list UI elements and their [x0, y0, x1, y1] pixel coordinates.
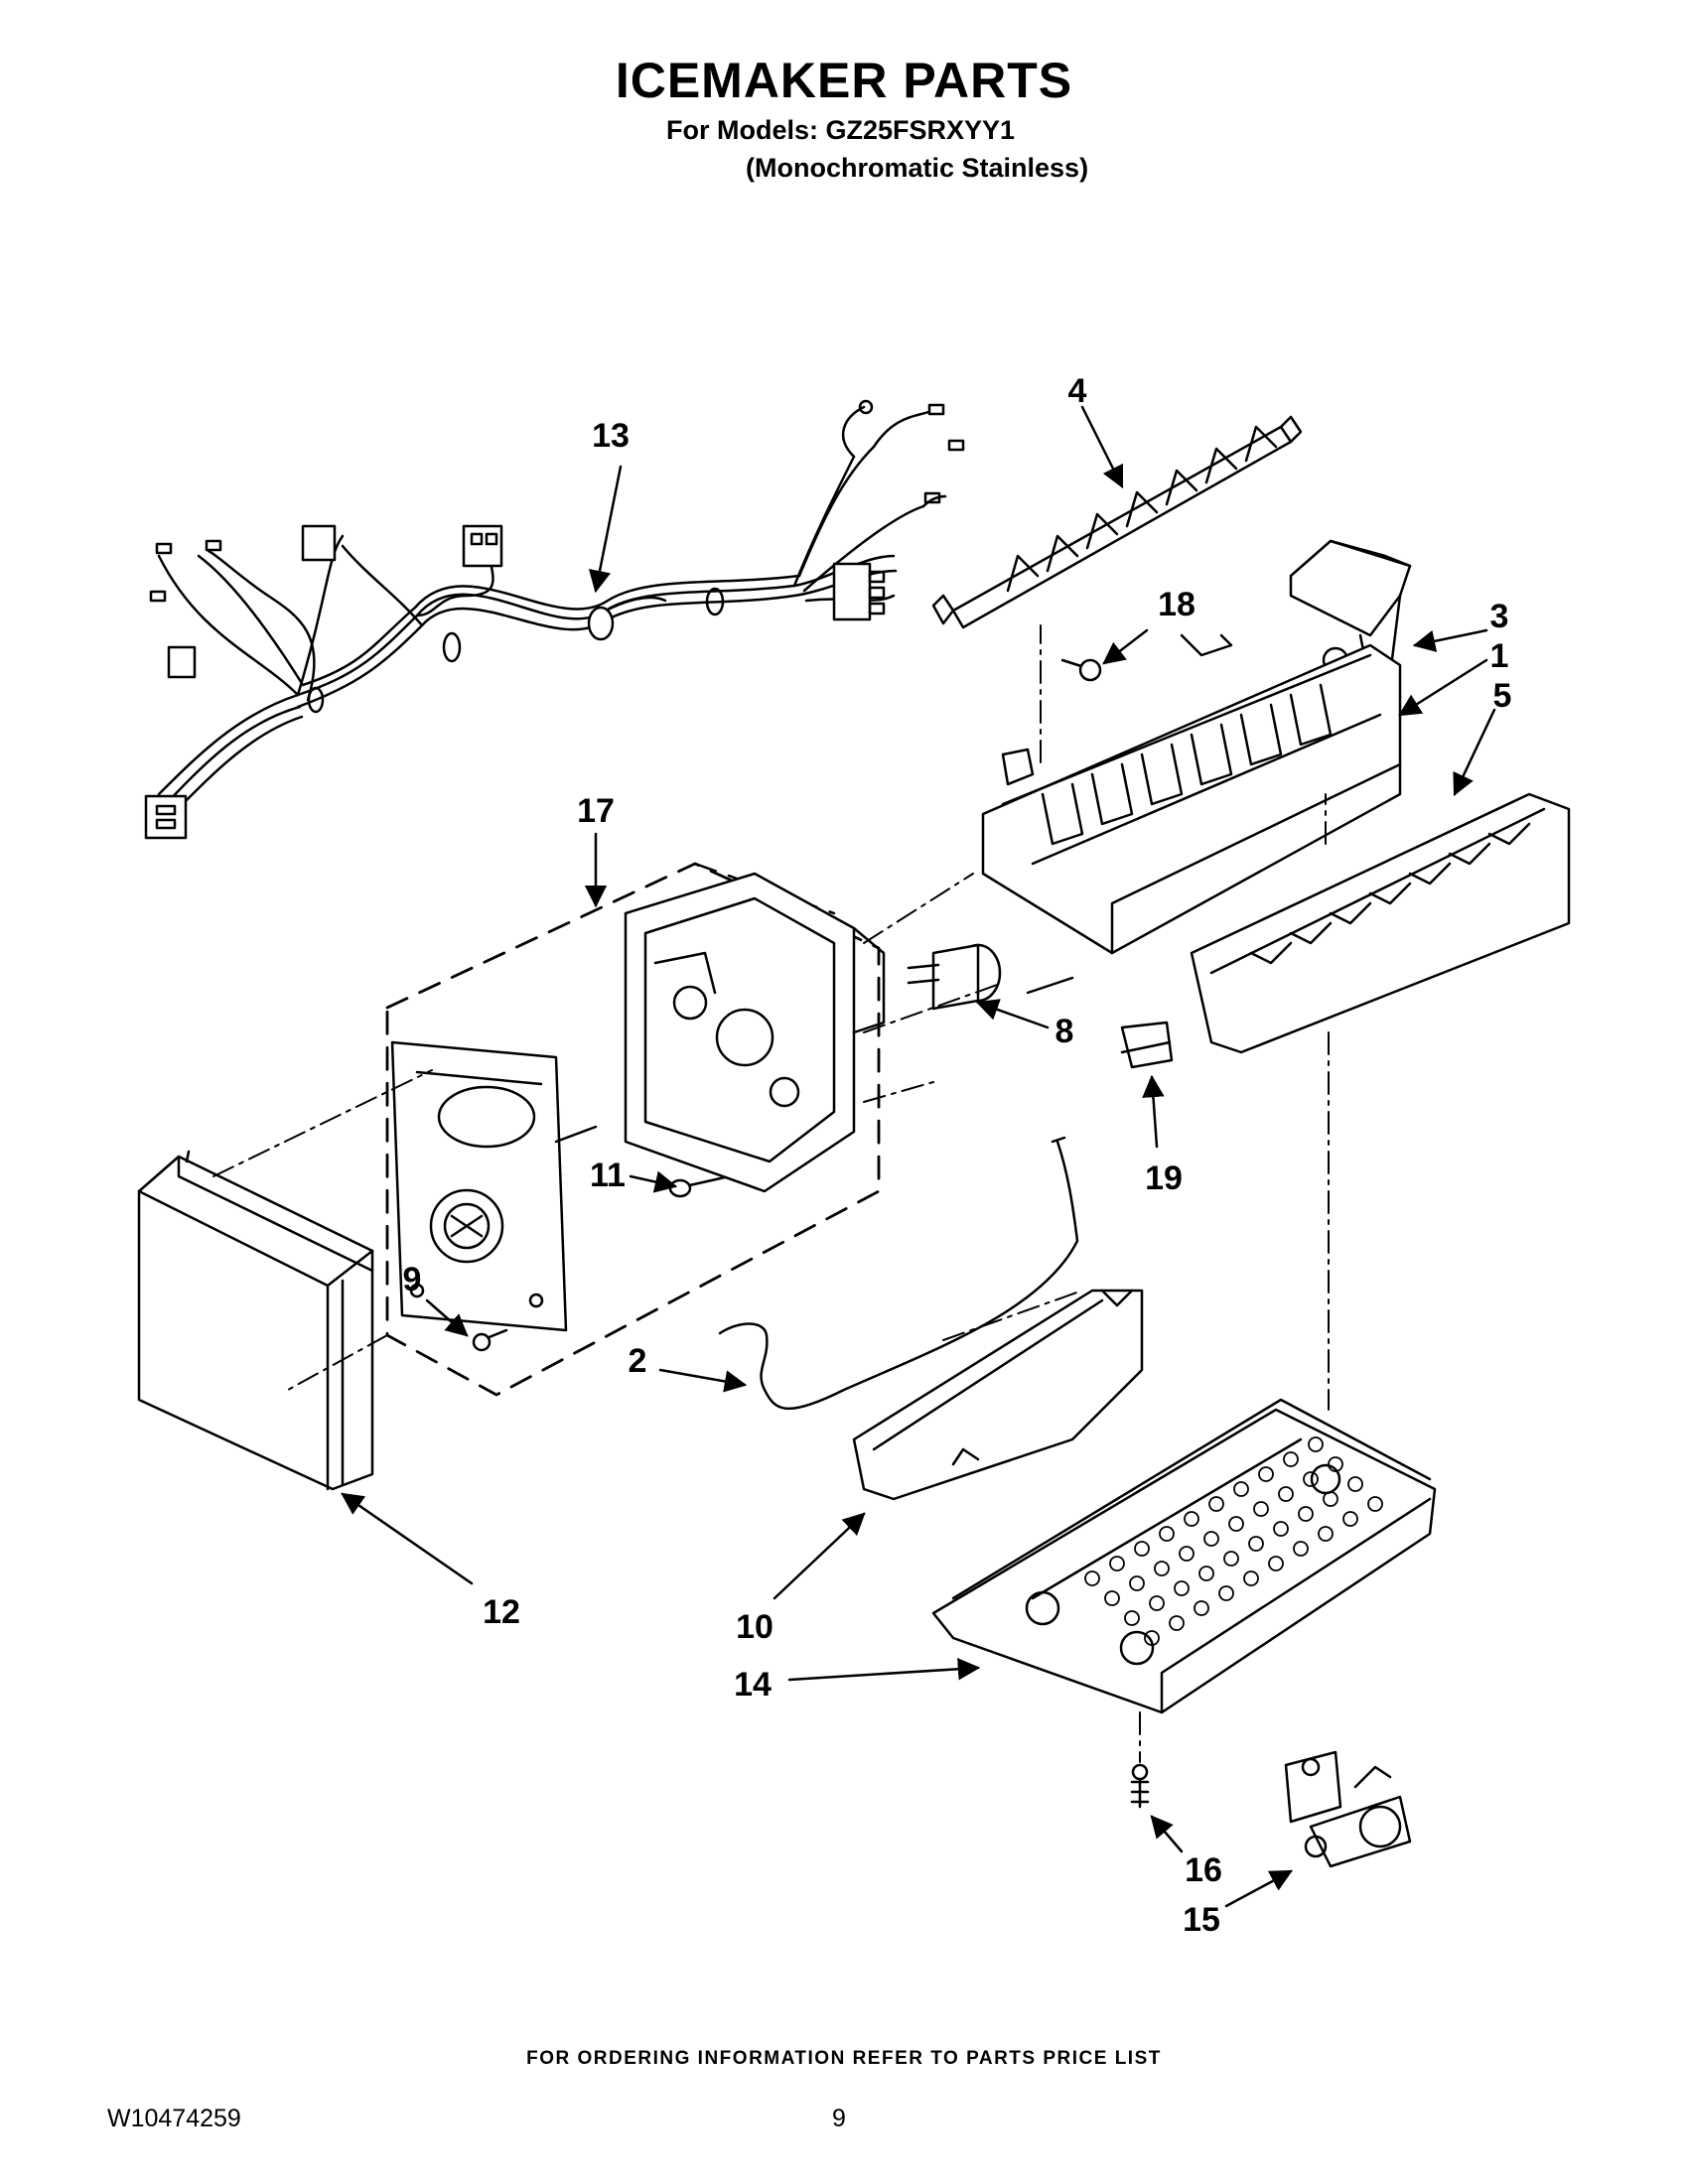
callout-3: 3: [1490, 598, 1509, 635]
callout-12: 12: [483, 1593, 520, 1631]
clip-part: [1120, 1021, 1174, 1069]
alignment-lines: [212, 624, 1330, 1763]
callout-14: 14: [734, 1666, 772, 1704]
ice-mold-part: [981, 633, 1402, 955]
tray-post-grid: [1084, 1436, 1383, 1646]
document-number: W10474259: [107, 2105, 241, 2132]
models-line: For Models: GZ25FSRXYY1: [666, 115, 1016, 145]
motor-plate-part: [390, 1040, 598, 1332]
callout-18: 18: [1158, 586, 1196, 623]
callout-11: 11: [590, 1157, 626, 1194]
leader-lines: [341, 405, 1496, 1908]
plate-screw-part: [472, 1328, 508, 1352]
callout-8: 8: [1055, 1013, 1074, 1050]
wire-harness-part: [144, 399, 965, 840]
callout-2: 2: [629, 1342, 647, 1380]
callout-13: 15: [1183, 1901, 1220, 1939]
shutoff-arm-part: [718, 1136, 1079, 1411]
module-screw-part: [668, 1175, 727, 1198]
callout-labels: 13 4 18 3 1 5 17 8 11 19 9 2 12 10 14 16…: [403, 372, 1512, 1939]
callout-9: 9: [403, 1261, 422, 1298]
finish-line: (Monochromatic Stainless): [746, 153, 1089, 183]
callout-17: 17: [577, 792, 615, 830]
thermostat-part: [907, 943, 1074, 1011]
callout-5: 5: [1493, 677, 1512, 715]
callout-4: 4: [1068, 372, 1087, 410]
tray-screw-part: [1130, 1763, 1150, 1809]
tray-part: [931, 1398, 1437, 1714]
callout-10: 10: [736, 1608, 774, 1646]
callout-19: 19: [1145, 1160, 1183, 1197]
ordering-note: FOR ORDERING INFORMATION REFER TO PARTS …: [526, 2048, 1162, 2069]
ejector-part: [931, 415, 1303, 629]
callout-16: 16: [1185, 1851, 1222, 1889]
callout-1: 1: [1490, 637, 1509, 675]
page-title: ICEMAKER PARTS: [615, 53, 1073, 108]
stripper-part: [1190, 792, 1571, 1054]
water-valve-part: [1284, 1750, 1412, 1868]
bail-arm-part: [852, 1289, 1144, 1501]
front-cover-part: [137, 1150, 374, 1491]
callout-15: 13: [592, 417, 630, 455]
page-number: 9: [832, 2105, 846, 2132]
module-housing-part: [624, 872, 886, 1193]
mold-screw-part: [1060, 658, 1102, 682]
